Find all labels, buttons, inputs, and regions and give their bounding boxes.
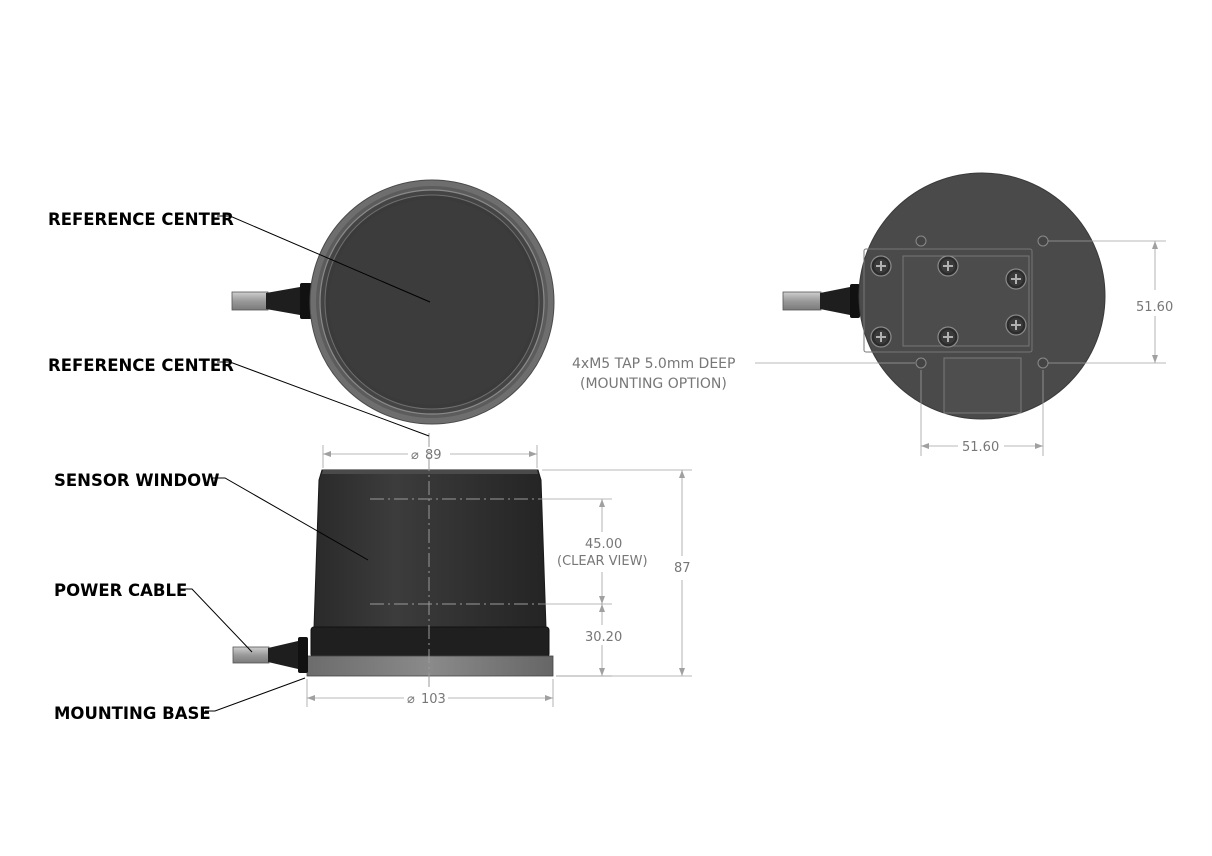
- note-tap-line2: (MOUNTING OPTION): [580, 376, 727, 392]
- note-tap-line1: 4xM5 TAP 5.0mm DEEP: [572, 356, 735, 372]
- callout-reference-center-side: REFERENCE CENTER: [48, 356, 234, 375]
- callout-reference-center-top: REFERENCE CENTER: [48, 210, 234, 229]
- dim-clear-view-value: 45.00: [585, 537, 622, 552]
- mounting-base-flange: [306, 655, 554, 677]
- dim-clear-view-label: (CLEAR VIEW): [557, 554, 648, 569]
- top-window: [329, 199, 535, 405]
- mounting-holes: [915, 235, 1049, 369]
- dim-base-diameter-symbol: ⌀: [407, 692, 415, 707]
- callout-leaders: [182, 215, 431, 712]
- dim-top-diameter: 89: [425, 448, 442, 463]
- top-view: [231, 179, 555, 425]
- cable-bottom-view: [782, 284, 860, 318]
- side-view: [232, 433, 554, 690]
- callout-sensor-window: SENSOR WINDOW: [54, 471, 219, 490]
- bottom-dimensions: 51.60 51.60 4xM5 TAP 5.0mm DEEP (MOUNTIN…: [572, 240, 1173, 456]
- side-dimensions: ⌀ 89 ⌀ 103 87 45.00 (CLEAR VIEW) 30.20: [306, 445, 692, 707]
- dim-base-height: 30.20: [585, 630, 622, 645]
- dim-base-diameter: 103: [421, 692, 446, 707]
- bottom-label-pad: [943, 357, 1022, 414]
- dim-hole-spacing-horizontal: 51.60: [962, 440, 999, 455]
- callout-power-cable: POWER CABLE: [54, 581, 187, 600]
- mounting-base-upper: [310, 626, 550, 658]
- callout-mounting-base: MOUNTING BASE: [54, 704, 211, 723]
- bottom-view: [782, 172, 1106, 420]
- cable-top-view: [231, 283, 312, 319]
- dim-hole-spacing-vertical: 51.60: [1136, 300, 1173, 315]
- callout-labels: REFERENCE CENTER REFERENCE CENTER SENSOR…: [48, 210, 234, 723]
- screws: [870, 255, 1027, 348]
- dim-top-diameter-symbol: ⌀: [411, 448, 419, 463]
- cable-side-view: [232, 637, 308, 673]
- bottom-plate: [863, 248, 1033, 353]
- dim-overall-height: 87: [674, 561, 691, 576]
